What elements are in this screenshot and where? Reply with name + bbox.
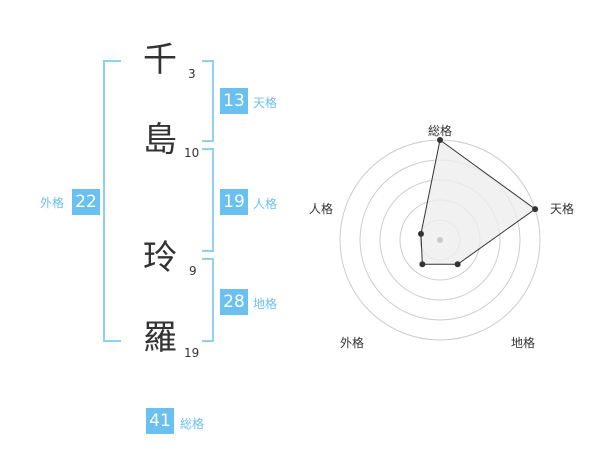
name-char-4: 羅 <box>143 318 177 358</box>
gaikaku-label: 外格 <box>40 196 65 210</box>
tenkaku-label: 天格 <box>253 96 278 110</box>
radar-axis-label-jinkaku: 人格 <box>309 202 334 216</box>
stroke-count-1: 3 <box>188 67 196 81</box>
chikaku-label: 地格 <box>253 297 278 311</box>
name-char-1: 千 <box>143 40 177 80</box>
tenkaku-bracket <box>202 60 214 142</box>
radar-point-0 <box>437 137 443 143</box>
jinkaku-label: 人格 <box>253 197 278 211</box>
radar-axis-label-soukaku: 総格 <box>428 124 453 138</box>
stroke-count-3: 9 <box>189 264 197 278</box>
jinkaku-bracket <box>202 148 214 252</box>
name-char-2: 島 <box>143 120 177 160</box>
soukaku-label: 総格 <box>180 417 205 431</box>
radar-polygon <box>420 139 536 265</box>
radar-point-3 <box>419 261 426 268</box>
radar-center-dot <box>437 237 443 243</box>
radar-axis-label-chikaku: 地格 <box>511 336 536 350</box>
stroke-count-4: 19 <box>184 346 200 360</box>
jinkaku-badge: 19 <box>220 189 248 215</box>
tenkaku-badge: 13 <box>220 88 248 114</box>
gaikaku-badge: 22 <box>72 189 100 215</box>
radar-point-1 <box>532 206 539 213</box>
name-char-3: 玲 <box>143 238 177 278</box>
chikaku-badge: 28 <box>220 289 248 315</box>
stroke-count-2: 10 <box>184 146 200 160</box>
radar-axis-label-gaikaku: 外格 <box>340 336 365 350</box>
radar-chart <box>339 137 541 341</box>
radar-point-2 <box>454 261 461 268</box>
radar-point-4 <box>417 230 424 237</box>
gaikaku-bracket <box>103 60 121 342</box>
radar-points <box>417 137 539 268</box>
radar-axis-label-tenkaku: 天格 <box>550 202 575 216</box>
chikaku-bracket <box>202 258 214 342</box>
soukaku-badge: 41 <box>146 408 174 434</box>
